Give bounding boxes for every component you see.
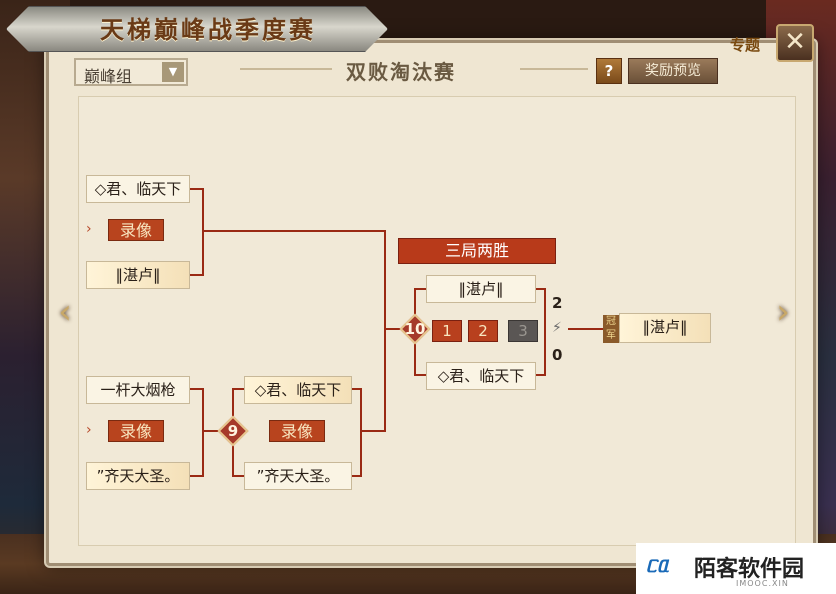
connector xyxy=(536,374,546,376)
help-button[interactable]: ? xyxy=(596,58,622,84)
page-title: 天梯巅峰战季度赛 xyxy=(100,15,316,44)
chevron-right-icon: › xyxy=(86,221,92,237)
connector xyxy=(190,274,204,276)
champion-slot[interactable]: ‖湛卢‖ xyxy=(619,313,711,343)
bracket-type-title: 双败淘汰赛 xyxy=(346,60,456,84)
score-bottom: 0 xyxy=(552,346,563,364)
replay-button[interactable]: 录像 xyxy=(108,420,164,442)
player-slot[interactable]: ‖湛卢‖ xyxy=(426,275,536,303)
watermark: ᥴᥲ 陌客软件园 IMOOC.XIN xyxy=(636,543,836,594)
connector xyxy=(544,288,546,376)
watermark-logo: ᥴᥲ xyxy=(646,553,669,578)
connector xyxy=(202,388,204,477)
subtitle-divider-left xyxy=(240,68,332,70)
connector xyxy=(360,430,386,432)
game-2-button[interactable]: 2 xyxy=(468,320,498,342)
player-slot[interactable]: 一杆大烟枪 xyxy=(86,376,190,404)
special-topic-badge[interactable]: 专题 xyxy=(729,36,760,54)
connector xyxy=(414,288,426,290)
close-button[interactable]: ✕ xyxy=(776,24,814,62)
match-number: 10 xyxy=(404,320,426,338)
chevron-down-icon[interactable]: ▼ xyxy=(162,62,184,82)
score-top: 2 xyxy=(552,294,563,312)
subtitle-divider-right xyxy=(520,68,588,70)
player-slot[interactable]: ◇君、临天下 xyxy=(426,362,536,390)
game-3-button: 3 xyxy=(508,320,538,342)
game-1-button[interactable]: 1 xyxy=(432,320,462,342)
connector xyxy=(232,388,244,390)
close-icon: ✕ xyxy=(784,27,806,57)
connector xyxy=(352,388,362,390)
connector xyxy=(190,475,204,477)
connector xyxy=(190,188,204,190)
connector xyxy=(568,328,604,330)
champion-tag: 冠军 xyxy=(603,315,619,343)
group-dropdown-value: 巅峰组 xyxy=(84,67,133,86)
versus-icon: ⚡ xyxy=(552,320,562,336)
reward-preview-button[interactable]: 奖励预览 xyxy=(628,58,718,84)
player-slot[interactable]: ◇君、临天下 xyxy=(86,175,190,203)
watermark-subtext: IMOOC.XIN xyxy=(736,579,789,588)
player-slot[interactable]: ”齐天大圣。 xyxy=(244,462,352,490)
player-slot-winner[interactable]: ◇君、临天下 xyxy=(244,376,352,404)
next-page-arrow-icon[interactable]: › xyxy=(776,292,790,332)
replay-button[interactable]: 录像 xyxy=(269,420,325,442)
prev-page-arrow-icon[interactable]: ‹ xyxy=(58,292,72,332)
watermark-text: 陌客软件园 xyxy=(694,557,805,582)
connector xyxy=(384,328,406,330)
match-number: 9 xyxy=(227,422,239,440)
connector xyxy=(536,288,546,290)
player-slot-winner[interactable]: ”齐天大圣。 xyxy=(86,462,190,490)
connector xyxy=(360,388,362,477)
chevron-right-icon: › xyxy=(86,422,92,438)
title-banner xyxy=(6,6,388,52)
player-slot-winner[interactable]: ‖湛卢‖ xyxy=(86,261,190,289)
connector xyxy=(414,374,426,376)
group-dropdown[interactable]: 巅峰组 ▼ xyxy=(74,58,188,86)
connector xyxy=(384,230,386,432)
connector xyxy=(352,475,362,477)
connector xyxy=(202,188,204,276)
connector xyxy=(232,475,244,477)
connector xyxy=(202,430,224,432)
connector xyxy=(190,388,204,390)
connector xyxy=(202,230,386,232)
replay-button[interactable]: 录像 xyxy=(108,219,164,241)
match-format-banner: 三局两胜 xyxy=(398,238,556,264)
